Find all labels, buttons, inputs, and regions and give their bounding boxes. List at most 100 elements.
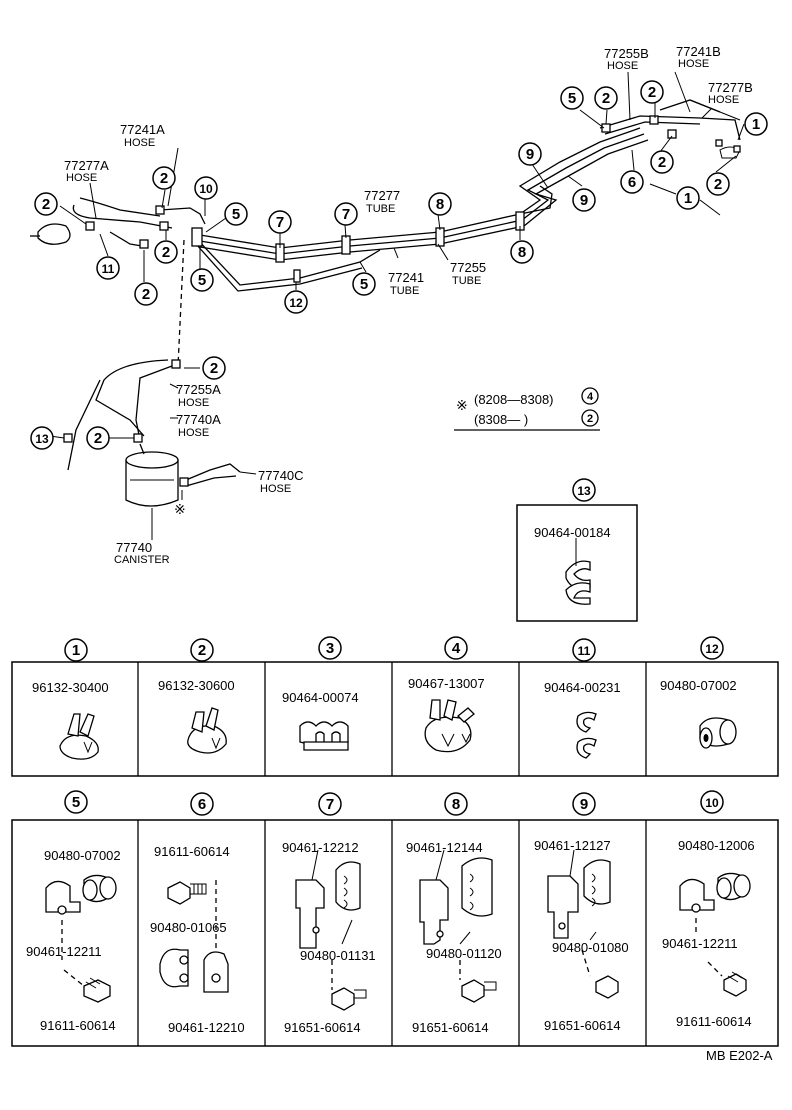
label-77241a-kind: HOSE [124, 137, 155, 149]
callout-circle-1 [676, 186, 700, 210]
note-callout-circle-4 [581, 387, 599, 405]
callout-2: 2 [210, 360, 218, 377]
pipe-assembly [30, 71, 745, 367]
callout-10: 10 [199, 182, 213, 196]
callout-9: 9 [526, 146, 534, 163]
label-77255b-kind: HOSE [607, 60, 638, 72]
callout-circle-10 [194, 176, 218, 200]
callout-5: 5 [198, 272, 206, 289]
part-9b: 90480-01080 [552, 940, 629, 955]
label-77241-tube-kind: TUBE [390, 285, 419, 297]
row1-boxes [11, 661, 779, 777]
callout-12: 12 [705, 642, 719, 656]
part-5c: 91611-60614 [40, 1018, 116, 1033]
callout-circle-12 [700, 636, 724, 660]
part-90480-07002-r1: 90480-07002 [660, 678, 737, 693]
callout-1: 1 [752, 116, 760, 133]
callout-1: 1 [684, 190, 692, 207]
mark-asterisk: ※ [174, 501, 186, 517]
callout-circle-6 [190, 792, 214, 816]
callout-6: 6 [628, 174, 636, 191]
canister-assembly [49, 359, 257, 540]
callout-7: 7 [342, 206, 350, 223]
callout-5: 5 [360, 276, 368, 293]
label-77241b-kind: HOSE [678, 58, 709, 70]
callout-circle-9 [572, 188, 596, 212]
applicability-note: ※ (8208—8308) (8308— ) [456, 392, 554, 427]
label-77255-tube: 77255 [450, 260, 486, 275]
callout-circle-5 [64, 790, 88, 814]
label-77241b: 77241B [676, 44, 721, 59]
note-callout-4: 4 [587, 391, 594, 403]
label-canister: 77740 [116, 540, 152, 555]
part-10b: 90461-12211 [662, 936, 738, 951]
callout-8: 8 [436, 196, 444, 213]
callout-circle-12 [284, 290, 308, 314]
callout-circle-2 [134, 282, 158, 306]
callout-2: 2 [162, 244, 170, 261]
label-77255a: 77255A [176, 382, 221, 397]
callout-13: 13 [35, 432, 49, 446]
box-13 [516, 504, 638, 622]
callout-8: 8 [518, 244, 526, 261]
callout-2: 2 [94, 430, 102, 447]
part-90464-00231: 90464-00231 [544, 680, 621, 695]
callout-circle-2 [86, 426, 110, 450]
label-77241-tube: 77241 [388, 270, 424, 285]
callout-circle-7 [318, 792, 342, 816]
callout-2: 2 [198, 642, 206, 659]
label-77277b: 77277B [708, 80, 753, 95]
callout-circle-2 [34, 192, 58, 216]
callout-5: 5 [232, 206, 240, 223]
upper-labels: 77255B HOSE 77241B HOSE 77277B HOSE 7724… [64, 44, 753, 566]
label-77255-tube-kind: TUBE [452, 275, 481, 287]
callout-11: 11 [578, 644, 591, 658]
callout-circle-5 [224, 202, 248, 226]
part-90464-00074: 90464-00074 [282, 690, 359, 705]
callout-2: 2 [714, 176, 722, 193]
callout-circle-2 [202, 356, 226, 380]
label-77255b: 77255B [604, 46, 649, 61]
part-10c: 91611-60614 [676, 1014, 752, 1029]
part-5b: 90461-12211 [26, 944, 102, 959]
label-77277a-kind: HOSE [66, 172, 97, 184]
callout-circle-5 [560, 86, 584, 110]
callout-2: 2 [160, 170, 168, 187]
callout-circle-9 [572, 792, 596, 816]
label-77277-tube: 77277 [364, 188, 400, 203]
callout-circle-11 [96, 256, 120, 280]
part-5a: 90480-07002 [44, 848, 121, 863]
part-6a: 91611-60614 [154, 844, 230, 859]
note-line2: (8308— ) [474, 412, 528, 427]
callout-circle-8 [428, 192, 452, 216]
part-8c: 91651-60614 [412, 1020, 489, 1035]
label-77277-tube-kind: TUBE [366, 203, 395, 215]
part-10a: 90480-12006 [678, 838, 755, 853]
note-callout-circle-2 [581, 409, 599, 427]
callout-circle-13 [572, 478, 596, 502]
part-numbers: 90464-00184 96132-30400 96132-30600 9046… [26, 525, 755, 1035]
callout-12: 12 [289, 296, 303, 310]
callout-2: 2 [648, 84, 656, 101]
callout-5: 5 [568, 90, 576, 107]
callout-circle-2 [650, 150, 674, 174]
part-96132-30400: 96132-30400 [32, 680, 109, 695]
callout-2: 2 [658, 154, 666, 171]
row2-boxes [11, 819, 779, 1047]
callout-circle-2 [594, 86, 618, 110]
label-77740a-kind: HOSE [178, 427, 209, 439]
callout-circle-3 [318, 636, 342, 660]
part-9a: 90461-12127 [534, 838, 611, 853]
label-77740a: 77740A [176, 412, 221, 427]
part-96132-30600: 96132-30600 [158, 678, 235, 693]
diagram-code: MB E202-A [706, 1048, 773, 1063]
part-90464-00184: 90464-00184 [534, 525, 611, 540]
label-77740c: 77740C [258, 468, 304, 483]
callout-2: 2 [142, 286, 150, 303]
callout-7: 7 [326, 796, 334, 813]
callout-circle-2 [706, 172, 730, 196]
callout-6: 6 [198, 796, 206, 813]
part-7a: 90461-12212 [282, 840, 359, 855]
